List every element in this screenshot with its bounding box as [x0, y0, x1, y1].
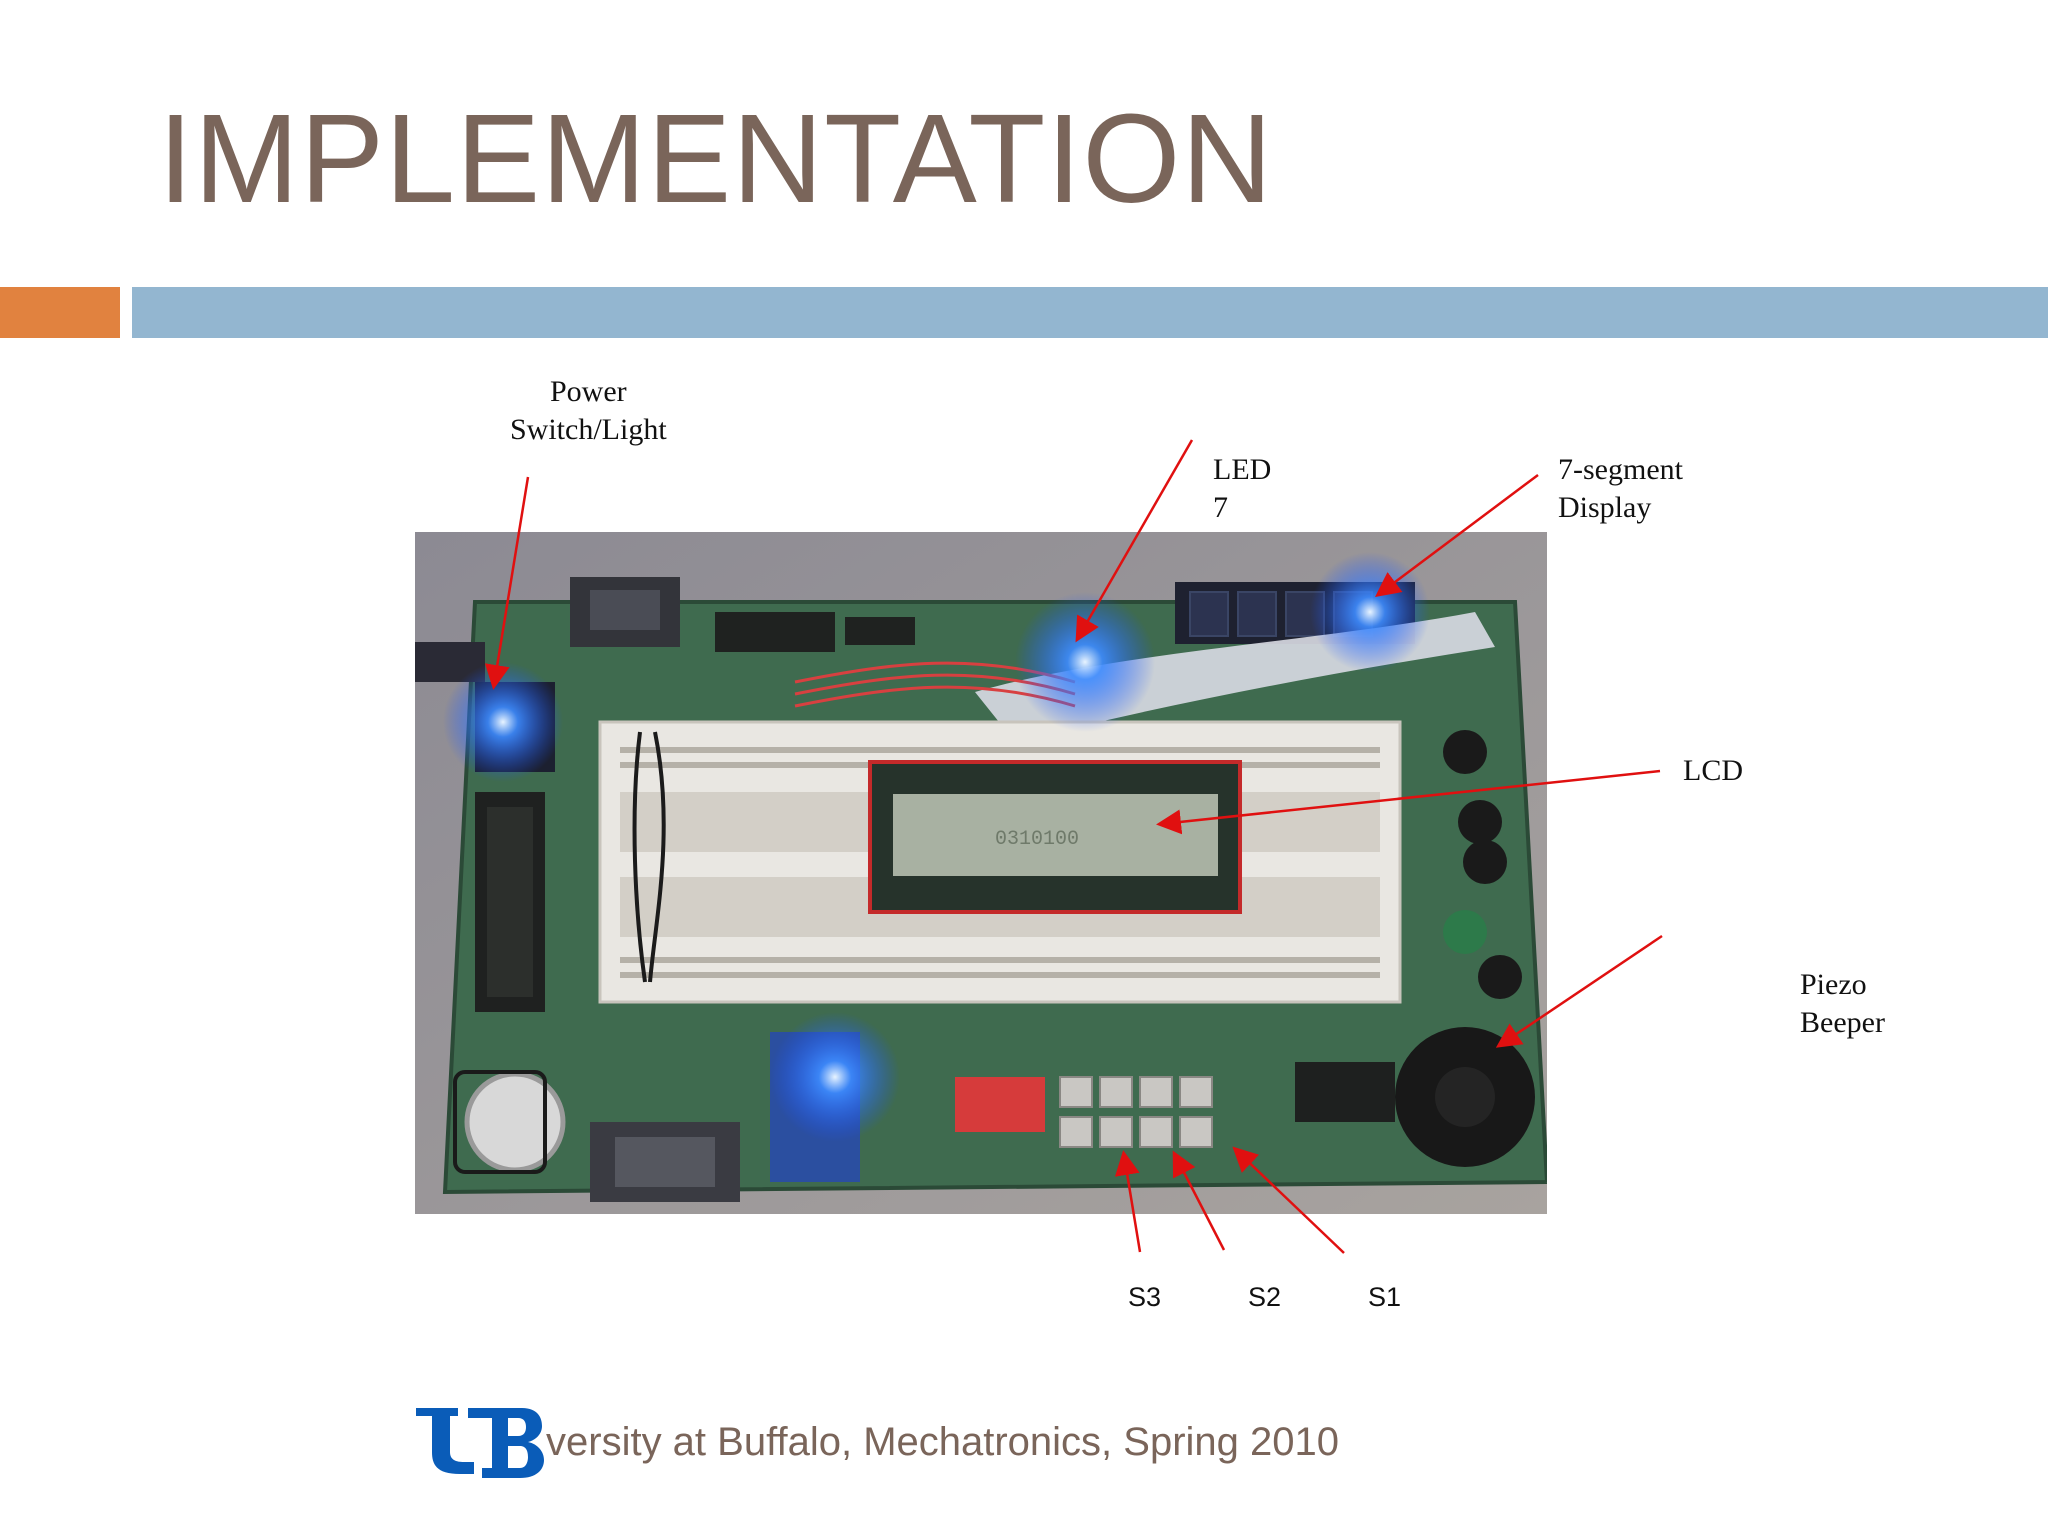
accent-bar-blue [132, 287, 2048, 338]
ub-logo [416, 1408, 544, 1478]
label-led-7: LED 7 [1213, 453, 1272, 524]
circuit-board-photo: 0310100 [415, 532, 1547, 1214]
label-s3: S3 [1128, 1282, 1162, 1312]
footer-text: versity at Buffalo, Mechatronics, Spring… [546, 1420, 1340, 1464]
label-s1: S1 [1368, 1282, 1402, 1312]
label-power-switch: Power Switch/Light [510, 375, 667, 446]
svg-text:0310100: 0310100 [995, 828, 1079, 851]
accent-bar-orange [0, 287, 120, 338]
label-lcd: LCD [1683, 754, 1743, 787]
label-s2: S2 [1248, 1282, 1282, 1312]
slide-title: IMPLEMENTATION [158, 88, 1274, 229]
label-piezo-beeper: Piezo Beeper [1800, 968, 1885, 1039]
label-seven-segment: 7-segment Display [1558, 453, 1683, 524]
